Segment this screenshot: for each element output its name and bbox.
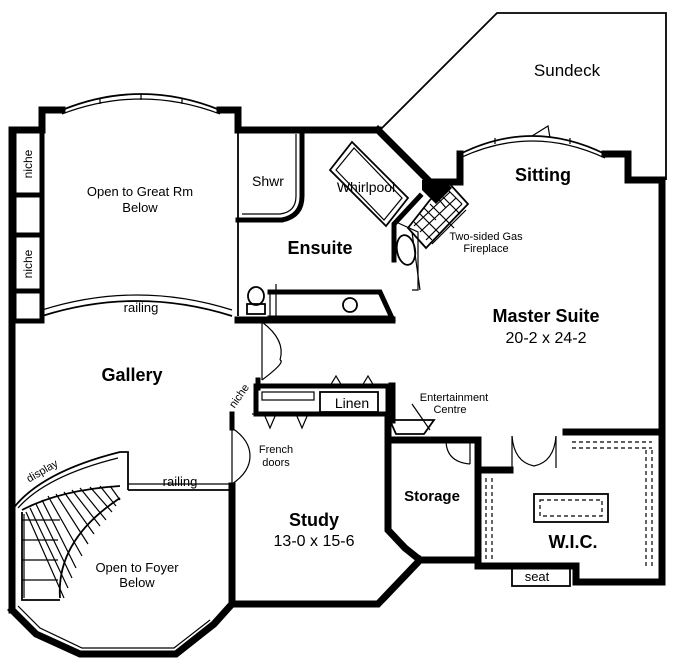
wic-seat (511, 565, 571, 587)
linen-label: Linen (335, 395, 369, 411)
niche-label-top: niche (21, 149, 35, 178)
foyer-windows (17, 557, 423, 649)
master-suite-dimensions: 20-2 x 24-2 (506, 330, 587, 347)
fireplace-label-line1: Two-sided Gas (449, 231, 523, 243)
walk-in-closet: seat W.I.C. (474, 428, 666, 587)
french-doors-label-line1: French (259, 444, 293, 456)
sitting-bay-window (459, 125, 606, 159)
master-suite-walls (384, 316, 396, 424)
french-doors-label-line2: doors (262, 457, 290, 469)
counter-sink (342, 297, 358, 313)
whirlpool-tub (328, 140, 410, 228)
gallery-label: Gallery (101, 365, 162, 385)
entertainment-label-line2: Centre (433, 404, 466, 416)
study-room: Study 13-0 x 15-6 (228, 416, 482, 550)
sundeck-label: Sundeck (534, 61, 601, 80)
entertainment-centre: Entertainment Centre (387, 392, 488, 435)
linen-closet-row: Linen (252, 374, 391, 430)
study-label: Study (289, 510, 339, 530)
wic-label: W.I.C. (549, 532, 598, 552)
ensuite-room: Shwr Whirlpool Ensuite (234, 129, 424, 324)
great-room-opening: Open to Great Rm Below railing (39, 127, 239, 323)
railing-label-bottom: railing (163, 474, 198, 489)
storage-label: Storage (404, 488, 460, 505)
great-room-label-line1: Open to Great Rm (87, 184, 193, 199)
foyer-label-line1: Open to Foyer (95, 560, 179, 575)
toilet (246, 286, 266, 315)
sitting-label: Sitting (515, 165, 571, 185)
great-room-bay-window (61, 93, 221, 115)
shower-label: Shwr (252, 173, 284, 189)
study-dimensions: 13-0 x 15-6 (274, 533, 355, 550)
french-doors: French doors (229, 411, 293, 485)
seat-label: seat (525, 569, 550, 584)
wic-island (533, 493, 609, 523)
ensuite-bifold-door (255, 321, 282, 391)
niche-label-gallery: niche (227, 382, 252, 410)
master-suite-label: Master Suite (492, 306, 599, 326)
fireplace-label-line2: Fireplace (463, 243, 508, 255)
sundeck-area: Sundeck (377, 12, 667, 180)
fireplace: Two-sided Gas Fireplace (406, 180, 523, 291)
fireplace-hearth (406, 180, 470, 250)
entertainment-label-line1: Entertainment (420, 392, 488, 404)
whirlpool-label: Whirlpool (337, 179, 395, 195)
railing-label-top: railing (124, 300, 159, 315)
great-room-label-line2: Below (122, 200, 158, 215)
storage-room: Storage (404, 436, 482, 505)
niche-label-mid: niche (21, 249, 35, 278)
ensuite-label: Ensuite (287, 238, 352, 258)
niches-left: niche niche (11, 127, 45, 324)
foyer-label-line2: Below (119, 575, 155, 590)
